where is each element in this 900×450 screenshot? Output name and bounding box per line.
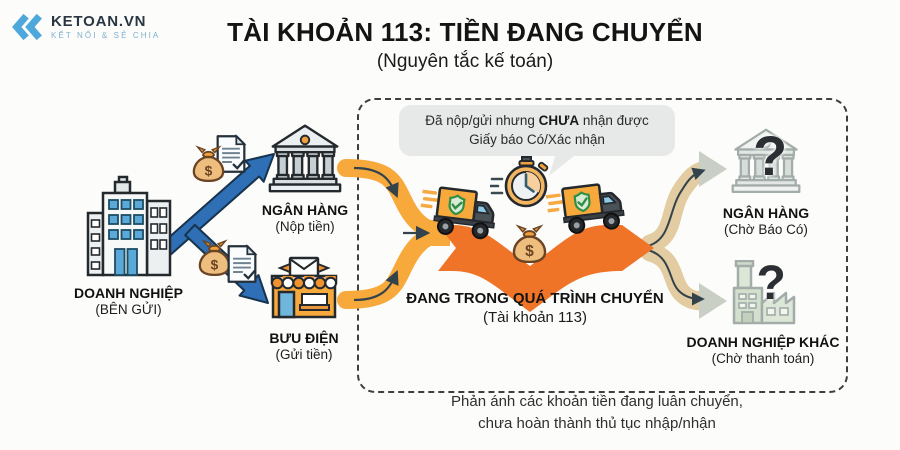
bank-question-icon: ? [730,121,802,202]
question-mark: ? [756,257,786,310]
transit-label-main: ĐANG TRONG QUÁ TRÌNH CHUYỂN [406,290,664,307]
node-other-company: ? DOANH NGHIỆP KHÁC (Chờ thanh toán) [674,257,852,366]
other-company-label: DOANH NGHIỆP KHÁC [686,334,840,350]
footer-line1: Phản ánh các khoản tiền đang luân chuyển… [451,393,743,410]
ketoan-k-icon [12,13,42,41]
page-subtitle: (Nguyên tắc kế toán) [376,51,554,72]
footer-caption: Phản ánh các khoản tiền đang luân chuyển… [407,391,787,435]
bank-icon [267,119,343,199]
question-mark: ? [752,124,788,187]
sender-label: DOANH NGHIỆP [74,285,183,301]
post-office-label: BƯU ĐIỆN [269,330,339,346]
document-icon [227,244,258,283]
transit-ribbon [438,225,654,312]
transit-label-sub: (Tài khoản 113) [483,309,587,326]
post-office-icon [269,256,339,327]
transit-callout: Đã nộp/gửi nhưng CHƯA nhận được Giấy báo… [399,105,675,157]
transit-label: ĐANG TRONG QUÁ TRÌNH CHUYỂN (Tài khoản 1… [385,290,685,326]
delivery-truck-icon [417,182,501,246]
header: TÀI KHOẢN 113: TIỀN ĐANG CHUYỂN (Nguyên … [30,17,900,73]
post-office-sublabel: (Gửi tiền) [275,347,333,362]
office-building-icon [86,175,172,282]
footer-line2: chưa hoàn thành thủ tục nhập/nhận [478,414,716,432]
bank-deposit-label: NGÂN HÀNG [261,202,349,218]
logo: KETOAN.VN KẾT NỐI & SẺ CHIA [12,12,160,42]
gray-arrowhead-bank [699,151,727,187]
sender-sublabel: (BÊN GỬI) [95,302,162,317]
money-doc-bottom: $ [198,236,260,290]
gray-arrowhead-company [699,283,727,319]
node-sender-company: DOANH NGHIỆP (BÊN GỬI) [60,175,197,317]
node-bank-waiting: ? NGÂN HÀNG (Chờ Báo Có) [699,121,833,237]
page-title: TÀI KHOẢN 113: TIỀN ĐANG CHUYỂN [227,17,703,47]
transit-dashed-box [357,98,848,393]
merge-direction-arrows [353,166,431,302]
delivery-truck-icon [544,178,629,242]
bank-deposit-sublabel: (Nộp tiền) [275,219,335,234]
bank-waiting-label: NGÂN HÀNG [722,205,810,221]
svg-text:$: $ [525,243,534,260]
pending-split-band [640,151,727,319]
money-bag-icon: $ [512,223,547,268]
factory-question-icon: ? [729,257,797,331]
money-doc-top: $ [192,134,252,184]
svg-text:$: $ [205,163,213,178]
bank-waiting-sublabel: (Chờ Báo Có) [724,222,808,237]
svg-text:$: $ [211,257,219,272]
logo-tagline: KẾT NỐI & SẺ CHIA [51,31,161,40]
stopwatch-icon [488,155,552,216]
other-company-sublabel: (Chờ thanh toán) [711,351,815,366]
logo-brand: KETOAN.VN [51,13,147,30]
node-post-office: BƯU ĐIỆN (Gửi tiền) [239,256,369,362]
node-bank-deposit: NGÂN HÀNG (Nộp tiền) [240,119,370,234]
money-bag-icon: $ [192,145,225,182]
